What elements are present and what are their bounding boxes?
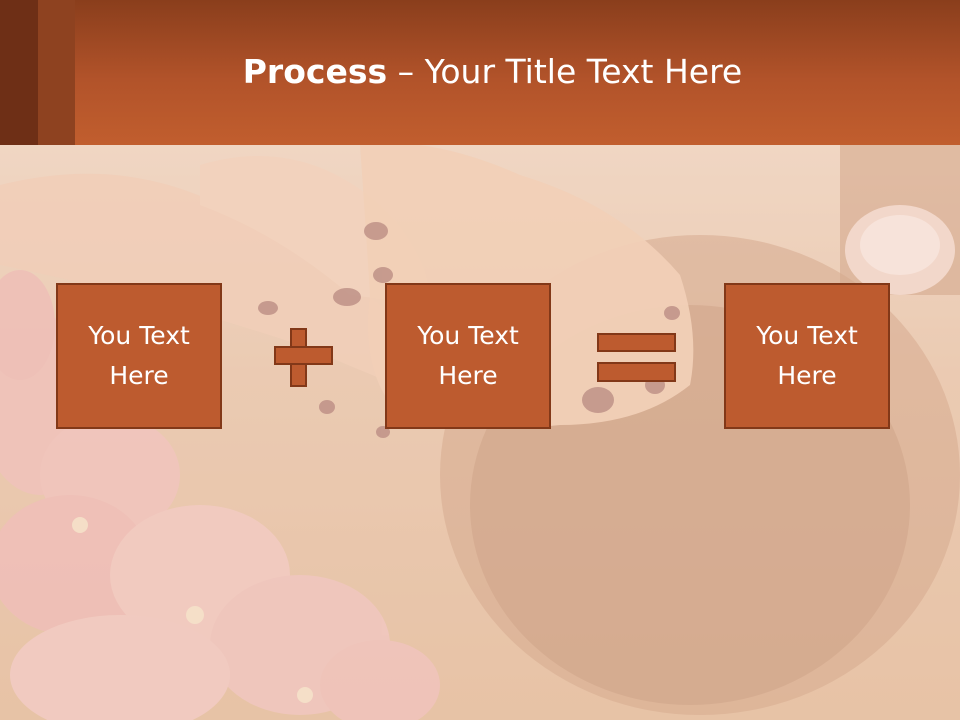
slide-title[interactable]: Process – Your Title Text Here <box>0 52 960 91</box>
title-bold: Process <box>242 52 388 91</box>
process-box-3-text: You Text Here <box>756 321 858 390</box>
equals-icon-bottom-bar <box>597 362 676 382</box>
process-box-2-text: You Text Here <box>417 321 519 390</box>
spa-pedicure-image <box>0 145 960 720</box>
title-bar: Process – Your Title Text Here <box>0 0 960 145</box>
process-box-2[interactable]: You Text Here <box>385 283 551 429</box>
header-accent-dark <box>0 0 38 145</box>
process-box-1[interactable]: You Text Here <box>56 283 222 429</box>
plus-icon-center <box>292 348 305 363</box>
process-box-3[interactable]: You Text Here <box>724 283 890 429</box>
equals-icon-top-bar <box>597 333 676 352</box>
background-photo <box>0 145 960 720</box>
header-accent-mid <box>38 0 75 145</box>
process-box-1-text: You Text Here <box>88 321 190 390</box>
title-rest: – Your Title Text Here <box>387 52 743 91</box>
